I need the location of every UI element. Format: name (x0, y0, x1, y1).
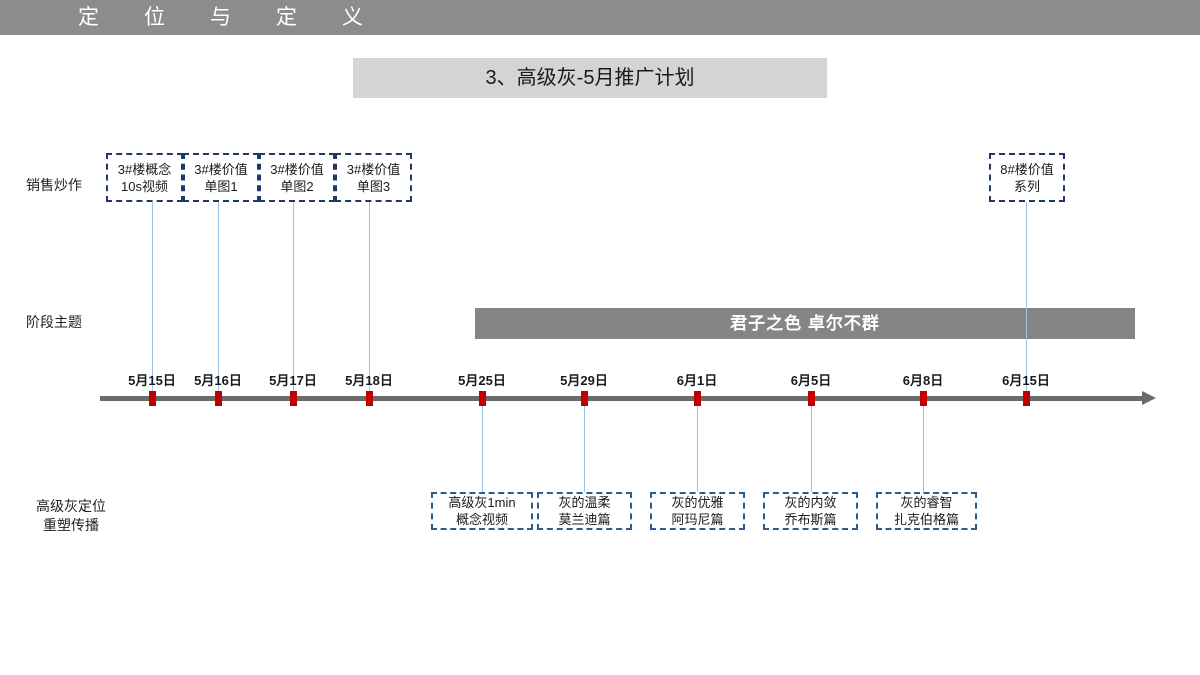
connector-line (923, 401, 924, 492)
timeline-date-label: 5月16日 (194, 373, 242, 388)
connector-line (811, 401, 812, 492)
page-title: 3、高级灰-5月推广计划 (485, 67, 695, 89)
timeline-date-label: 6月1日 (676, 373, 718, 388)
connector-line (152, 202, 153, 396)
sales-item-box[interactable]: 3#楼价值 单图3 (335, 153, 412, 202)
timeline-marker (581, 391, 588, 406)
sales-item-box[interactable]: 3#楼价值 单图1 (183, 153, 259, 202)
positioning-item-box[interactable]: 高级灰1min 概念视频 (431, 492, 533, 530)
connector-line (218, 202, 219, 396)
connector-line (1026, 202, 1027, 396)
timeline-marker (694, 391, 701, 406)
timeline-marker (920, 391, 927, 406)
positioning-item-box[interactable]: 灰的睿智 扎克伯格篇 (876, 492, 977, 530)
timeline-date-label: 5月29日 (560, 373, 608, 388)
timeline-date-label: 5月15日 (128, 373, 176, 388)
timeline-date-label: 5月25日 (458, 373, 506, 388)
timeline-marker (149, 391, 156, 406)
timeline-arrow-icon (1142, 391, 1156, 405)
row-label-sales: 销售炒作 (26, 177, 82, 193)
timeline-marker (808, 391, 815, 406)
positioning-item-box[interactable]: 灰的优雅 阿玛尼篇 (650, 492, 745, 530)
connector-line (293, 202, 294, 396)
timeline-axis (100, 396, 1146, 401)
timeline-marker (215, 391, 222, 406)
title-banner: 3、高级灰-5月推广计划 (353, 58, 827, 98)
timeline-marker (479, 391, 486, 406)
connector-line (584, 401, 585, 492)
timeline-date-label: 5月18日 (345, 373, 393, 388)
row-label-position: 高级灰定位 重塑传播 (36, 498, 106, 533)
sales-item-box[interactable]: 3#楼概念 10s视频 (106, 153, 183, 202)
sales-item-box[interactable]: 3#楼价值 单图2 (259, 153, 335, 202)
timeline-date-label: 6月15日 (1002, 373, 1050, 388)
positioning-item-box[interactable]: 灰的内敛 乔布斯篇 (763, 492, 858, 530)
header-title: 定位与定义 (78, 6, 408, 29)
positioning-item-box[interactable]: 灰的温柔 莫兰迪篇 (537, 492, 632, 530)
connector-line (697, 401, 698, 492)
timeline-marker (290, 391, 297, 406)
timeline-marker (366, 391, 373, 406)
timeline-date-label: 6月5日 (790, 373, 832, 388)
header-bar: 定位与定义 (0, 0, 1200, 35)
phase-theme-text: 君子之色 卓尔不群 (730, 314, 880, 333)
connector-line (482, 401, 483, 492)
connector-line (369, 202, 370, 396)
sales-item-box[interactable]: 8#楼价值 系列 (989, 153, 1065, 202)
row-label-phase: 阶段主题 (26, 314, 82, 330)
timeline-marker (1023, 391, 1030, 406)
timeline-date-label: 5月17日 (269, 373, 317, 388)
timeline-date-label: 6月8日 (902, 373, 944, 388)
phase-theme-banner: 君子之色 卓尔不群 (475, 308, 1135, 339)
